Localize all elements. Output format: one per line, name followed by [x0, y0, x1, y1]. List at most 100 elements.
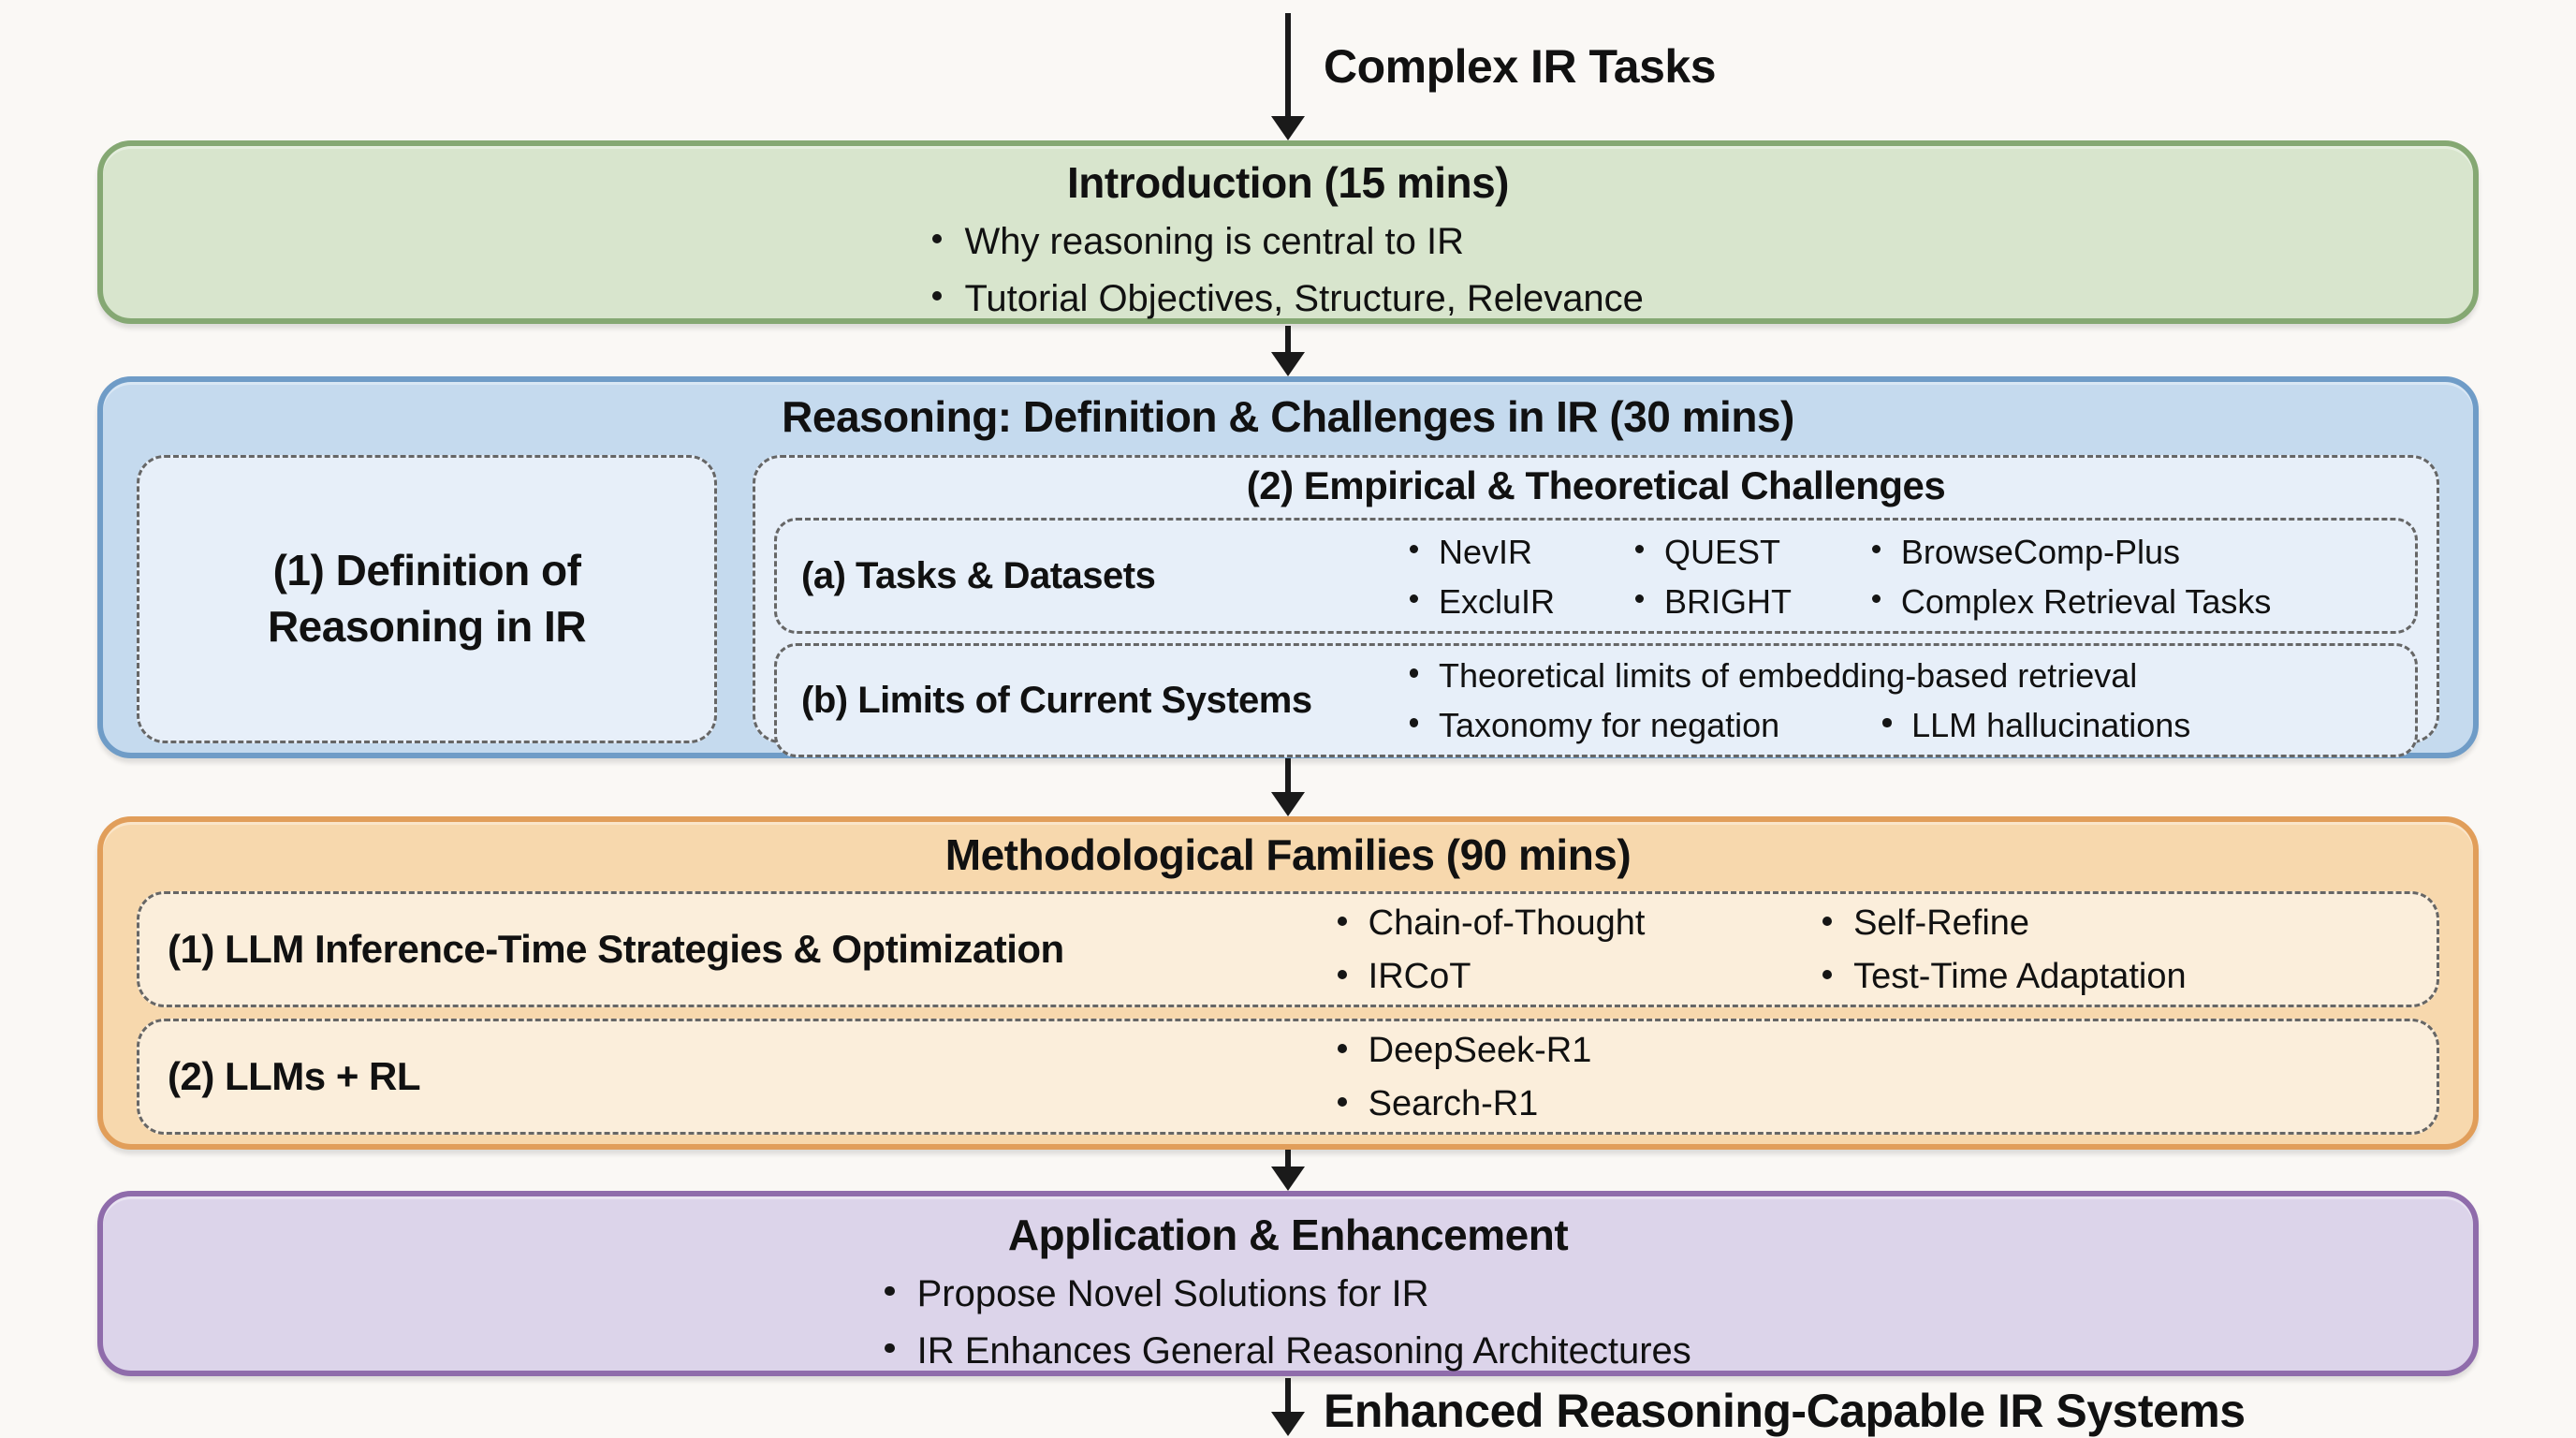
bullet-text: Tutorial Objectives, Structure, Relevanc… — [964, 277, 1644, 319]
bullet-item: Chain-of-Thought — [1338, 899, 1645, 949]
bullet-dot-icon — [1822, 917, 1833, 926]
definition-subbox: (1) Definition of Reasoning in IR — [137, 455, 717, 743]
arrow-head — [1271, 1412, 1305, 1436]
limits-label: (b) Limits of Current Systems — [801, 679, 1312, 721]
bullet-text: NevIR — [1438, 533, 1532, 571]
bullet-dot-icon — [1871, 594, 1881, 604]
flow-arrow-3-icon — [1271, 1150, 1305, 1191]
llms-rl-label: (2) LLMs + RL — [168, 1054, 421, 1098]
bullet-column: Chain-of-Thought IRCoT — [1338, 896, 1645, 1003]
bullet-item: NevIR — [1410, 528, 1555, 576]
bullet-item: Propose Novel Solutions for IR — [885, 1268, 1691, 1321]
bullet-item: BRIGHT — [1634, 578, 1792, 625]
bullet-text: QUEST — [1663, 533, 1780, 571]
intro-title: Introduction (15 mins) — [1067, 158, 1510, 207]
bullet-dot-icon — [1338, 917, 1347, 926]
arrow-shaft — [1285, 758, 1291, 792]
application-title: Application & Enhancement — [1007, 1211, 1569, 1259]
bullet-dot-icon — [1871, 545, 1881, 554]
bullet-item: LLM hallucinations — [1882, 701, 2190, 749]
inference-strategies-label: (1) LLM Inference-Time Strategies & Opti… — [168, 927, 1064, 971]
tasks-datasets-label: (a) Tasks & Datasets — [801, 554, 1156, 596]
bullet-column: BrowseComp-Plus Complex Retrieval Tasks — [1871, 526, 2272, 625]
bullet-column: QUEST BRIGHT — [1634, 526, 1792, 625]
bullet-item: Tutorial Objectives, Structure, Relevanc… — [932, 272, 1644, 326]
intro-section: Introduction (15 mins) Why reasoning is … — [97, 140, 2479, 324]
bullet-dot-icon — [1338, 1097, 1347, 1107]
bullet-item: ExcluIR — [1410, 578, 1555, 625]
bullet-text: Self-Refine — [1853, 903, 2030, 944]
output-arrow-down-icon — [1271, 1378, 1305, 1436]
limits-bullets-row2: Taxonomy for negation LLM hallucinations — [1410, 701, 2190, 749]
bullet-item: Self-Refine — [1822, 899, 2186, 949]
arrow-head — [1271, 352, 1305, 376]
bullet-dot-icon — [1634, 545, 1645, 554]
bullet-item: IR Enhances General Reasoning Architectu… — [885, 1325, 1691, 1378]
bullet-text: Complex Retrieval Tasks — [1900, 582, 2272, 622]
arrow-shaft — [1285, 326, 1291, 352]
bullet-item: Why reasoning is central to IR — [932, 215, 1644, 269]
bullet-text: Propose Novel Solutions for IR — [916, 1273, 1429, 1314]
arrow-shaft — [1285, 1150, 1291, 1167]
bullet-dot-icon — [1338, 970, 1347, 979]
reasoning-title: Reasoning: Definition & Challenges in IR… — [782, 392, 1794, 441]
methods-section: Methodological Families (90 mins) (1) LL… — [97, 816, 2479, 1150]
bullet-dot-icon — [1634, 594, 1645, 604]
tasks-datasets-bullets: NevIR ExcluIR QUEST — [1410, 526, 2271, 625]
bullet-text: IR Enhances General Reasoning Architectu… — [916, 1329, 1691, 1372]
bullet-dot-icon — [932, 290, 943, 301]
bullet-column: NevIR ExcluIR — [1410, 526, 1555, 625]
tasks-datasets-box: (a) Tasks & Datasets NevIR ExcluIR — [774, 518, 2418, 635]
bullet-column: Self-Refine Test-Time Adaptation — [1822, 896, 2187, 1003]
definition-label-line2: Reasoning in IR — [267, 602, 587, 651]
application-bullet-list: Propose Novel Solutions for IR IR Enhanc… — [885, 1264, 1691, 1378]
bullet-dot-icon — [1822, 970, 1833, 979]
arrow-shaft — [1285, 13, 1291, 116]
inference-strategies-box: (1) LLM Inference-Time Strategies & Opti… — [137, 891, 2439, 1007]
inference-strategies-bullets: Chain-of-Thought IRCoT Self-Refine — [1338, 896, 2187, 1003]
bullet-text: BRIGHT — [1663, 582, 1792, 622]
bullet-dot-icon — [1410, 668, 1419, 678]
input-flow-label: Complex IR Tasks — [1324, 40, 1717, 93]
reasoning-body: (1) Definition of Reasoning in IR (2) Em… — [137, 455, 2439, 758]
bullet-text: Chain-of-Thought — [1368, 903, 1646, 944]
bullet-item: DeepSeek-R1 — [1338, 1026, 1591, 1077]
methods-rows: (1) LLM Inference-Time Strategies & Opti… — [137, 891, 2439, 1135]
bullet-item: IRCoT — [1338, 952, 1645, 1003]
flow-arrow-1-icon — [1271, 326, 1305, 376]
bullet-dot-icon — [1338, 1044, 1347, 1053]
bullet-dot-icon — [885, 1286, 895, 1297]
bullet-dot-icon — [1882, 718, 1892, 727]
bullet-text: IRCoT — [1368, 957, 1471, 996]
input-arrow-down-icon — [1271, 13, 1305, 140]
arrow-head — [1271, 116, 1305, 140]
arrow-head — [1271, 792, 1305, 816]
bullet-dot-icon — [1410, 545, 1419, 554]
bullet-item: Complex Retrieval Tasks — [1871, 578, 2272, 625]
bullet-dot-icon — [1410, 718, 1419, 727]
bullet-item: QUEST — [1634, 528, 1792, 576]
llms-rl-box: (2) LLMs + RL DeepSeek-R1 Search-R1 — [137, 1019, 2439, 1135]
bullet-text: Theoretical limits of embedding-based re… — [1438, 656, 2138, 696]
bullet-text: Taxonomy for negation — [1438, 706, 1780, 745]
bullet-text: Why reasoning is central to IR — [964, 221, 1464, 262]
reasoning-section: Reasoning: Definition & Challenges in IR… — [97, 376, 2479, 758]
llms-rl-bullets: DeepSeek-R1 Search-R1 — [1338, 1023, 1591, 1130]
bullet-text: DeepSeek-R1 — [1368, 1031, 1592, 1071]
bullet-column: DeepSeek-R1 Search-R1 — [1338, 1023, 1591, 1130]
challenges-title: (2) Empirical & Theoretical Challenges — [1246, 463, 1946, 507]
arrow-head — [1271, 1167, 1305, 1191]
bullet-item: Search-R1 — [1338, 1079, 1591, 1130]
application-section: Application & Enhancement Propose Novel … — [97, 1191, 2479, 1376]
definition-label-line1: (1) Definition of — [272, 546, 581, 595]
output-flow-label: Enhanced Reasoning-Capable IR Systems — [1324, 1385, 2246, 1437]
limits-bullets: Theoretical limits of embedding-based re… — [1410, 652, 2190, 749]
bullet-dot-icon — [1410, 594, 1419, 604]
bullet-item: Test-Time Adaptation — [1822, 952, 2187, 1003]
bullet-text: ExcluIR — [1438, 582, 1555, 622]
bullet-text: Test-Time Adaptation — [1853, 957, 2187, 996]
bullet-item: Taxonomy for negation — [1410, 701, 1779, 749]
bullet-item: Theoretical limits of embedding-based re… — [1410, 652, 2190, 699]
arrow-shaft — [1285, 1378, 1291, 1412]
